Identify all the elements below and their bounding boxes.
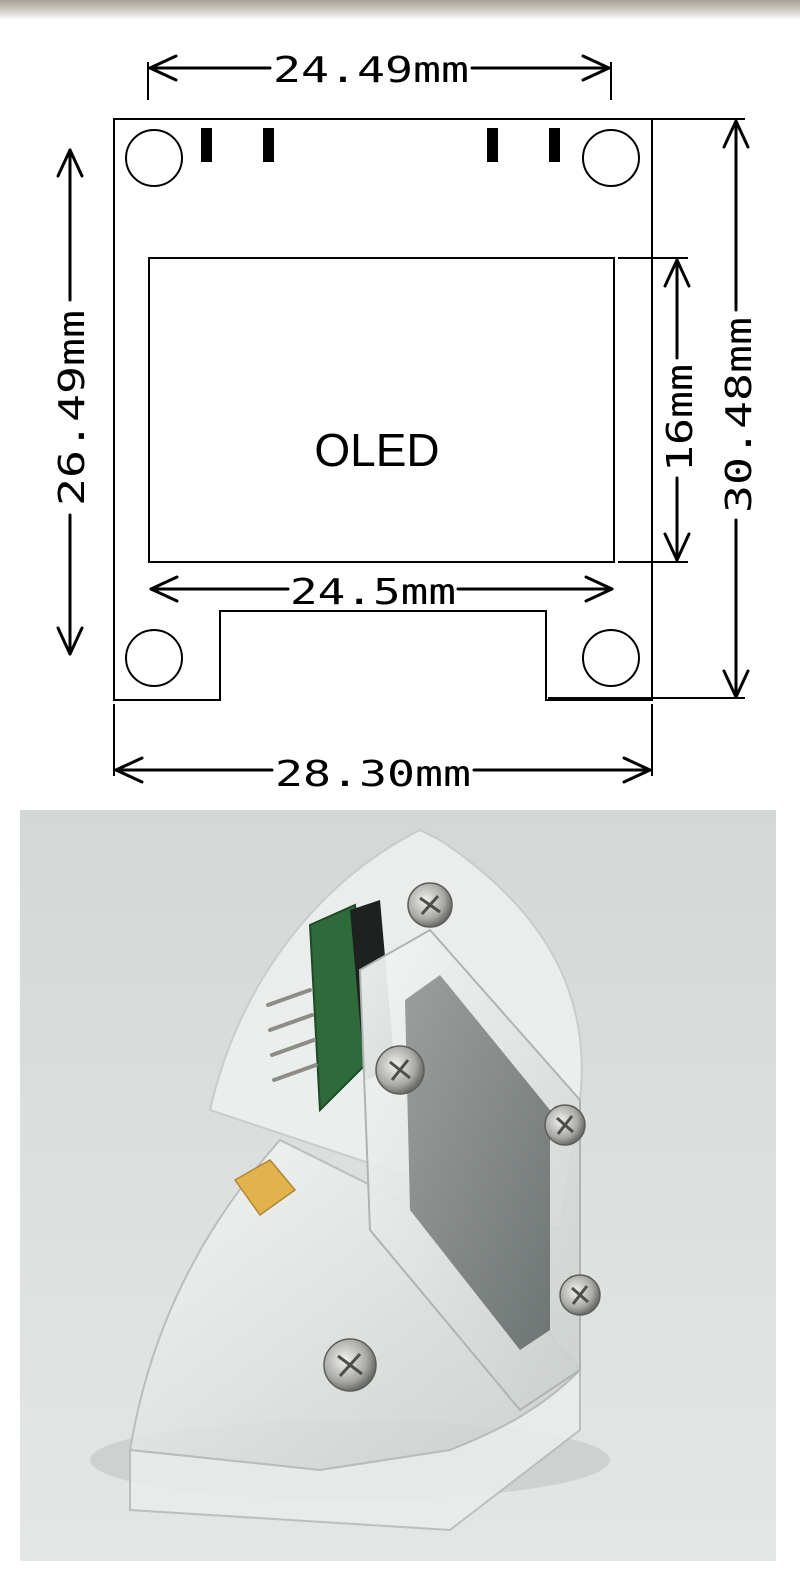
pin-mark	[549, 128, 560, 162]
label-screen-width: 24.5mm	[290, 572, 456, 613]
dimension-line-screen-width	[149, 575, 614, 603]
top-divider-bar	[0, 0, 800, 20]
label-screen-height: 16mm	[660, 364, 701, 472]
dimension-line-right-height	[722, 119, 750, 699]
oled-screen-area	[148, 257, 615, 563]
mounting-hole-top-right	[582, 129, 640, 187]
dimension-line-left-height	[56, 148, 84, 656]
label-right-height: 30.48mm	[719, 317, 760, 513]
label-bottom-width: 28.30mm	[275, 754, 471, 795]
oled-label: OLED	[314, 424, 439, 476]
product-photo	[20, 810, 776, 1561]
oled-panel	[405, 975, 550, 1350]
dimension-line-top-width	[148, 54, 611, 82]
mounting-hole-bottom-right	[582, 629, 640, 687]
label-left-height: 26.49mm	[52, 310, 93, 506]
dimension-line-screen-height	[663, 258, 691, 562]
pin-mark	[263, 128, 274, 162]
pin-mark	[201, 128, 212, 162]
label-top-width: 24.49mm	[273, 50, 469, 91]
mounting-hole-bottom-left	[125, 629, 183, 687]
mounting-hole-top-left	[125, 129, 183, 187]
pin-mark	[487, 128, 498, 162]
dimension-line-bottom-width	[114, 756, 652, 784]
dimension-drawing: 24.49mm 26.49mm 30.48mm 16mm 24.5mm 28.3…	[52, 50, 760, 795]
board-outline	[113, 118, 653, 701]
